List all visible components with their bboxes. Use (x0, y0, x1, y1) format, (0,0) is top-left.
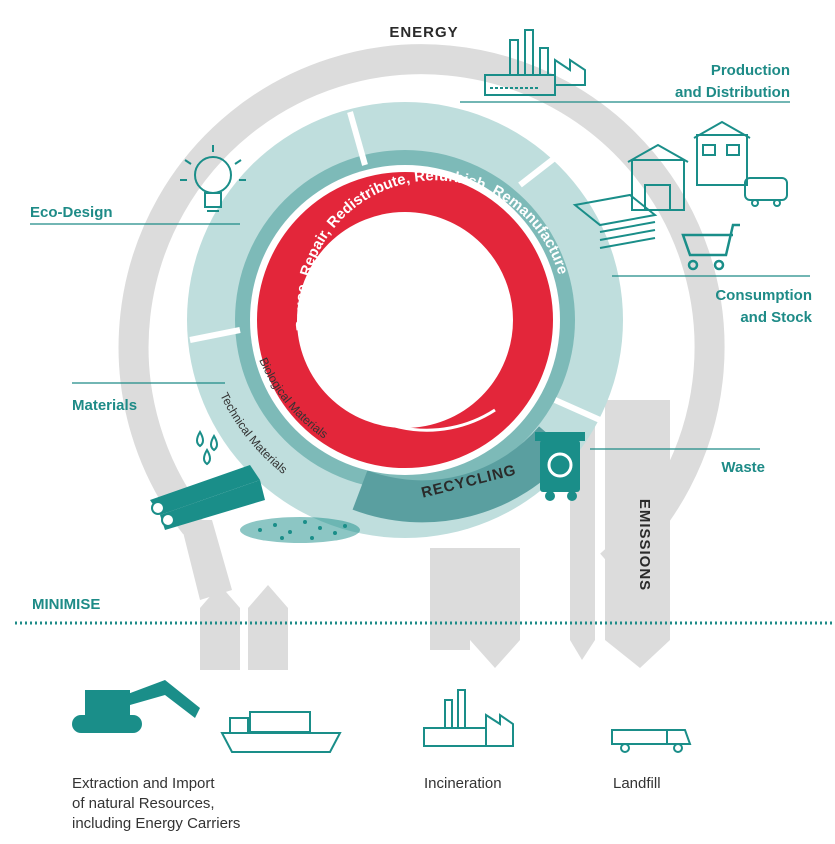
production-label-line2: and Distribution (675, 84, 790, 101)
consumption-label-line1: Consumption (715, 287, 812, 304)
ship-icon (220, 711, 342, 753)
recycling-bin-icon (535, 432, 585, 501)
segment-divider (189, 327, 241, 343)
production-label-line1: Production (711, 62, 790, 79)
incineration-label: Incineration (424, 775, 502, 792)
logs-icon (150, 465, 265, 530)
paper-stack-icon (572, 193, 658, 249)
incineration-factory-icon (423, 689, 514, 747)
landfill-truck-icon (611, 729, 692, 753)
red-ring-arrowhead (312, 352, 328, 373)
excavator-icon (72, 680, 200, 733)
waste-label: Waste (721, 459, 765, 476)
lightbulb-icon (180, 145, 246, 212)
segment-divider (553, 397, 602, 423)
emissions-arrow (605, 400, 670, 668)
eco-design-label: Eco-Design (30, 204, 113, 221)
extraction-label-line2: of natural Resources, (72, 795, 215, 812)
gravel-icon (240, 517, 360, 543)
segment-divider (518, 147, 567, 188)
segment-divider (347, 111, 368, 166)
landfill-label: Landfill (613, 775, 661, 792)
materials-label: Materials (72, 397, 137, 414)
grey-incineration-arrow (470, 560, 520, 668)
extraction-arrows (200, 585, 288, 670)
consumption-label-line2: and Stock (740, 309, 812, 326)
emissions-label: EMISSIONS (636, 499, 653, 591)
buildings-icon (627, 120, 788, 211)
extraction-label-line1: Extraction and Import (72, 775, 215, 792)
red-ring (257, 172, 553, 468)
shopping-cart-icon (681, 223, 740, 271)
up-arrow-left (200, 585, 240, 670)
up-arrow-right (248, 585, 288, 670)
outer-flow-band (118, 44, 725, 668)
extraction-label-line3: including Energy Carriers (72, 815, 240, 832)
grey-loop-left (180, 520, 232, 600)
factory-icon (484, 29, 586, 96)
water-drops-icon (196, 430, 218, 466)
energy-label: ENERGY (389, 24, 458, 41)
red-ring-arrow (318, 369, 496, 432)
minimise-label: MINIMISE (32, 596, 100, 613)
label-leader-lines (30, 101, 810, 450)
grey-outer-ring (118, 44, 725, 577)
recycling-arc (352, 426, 571, 523)
